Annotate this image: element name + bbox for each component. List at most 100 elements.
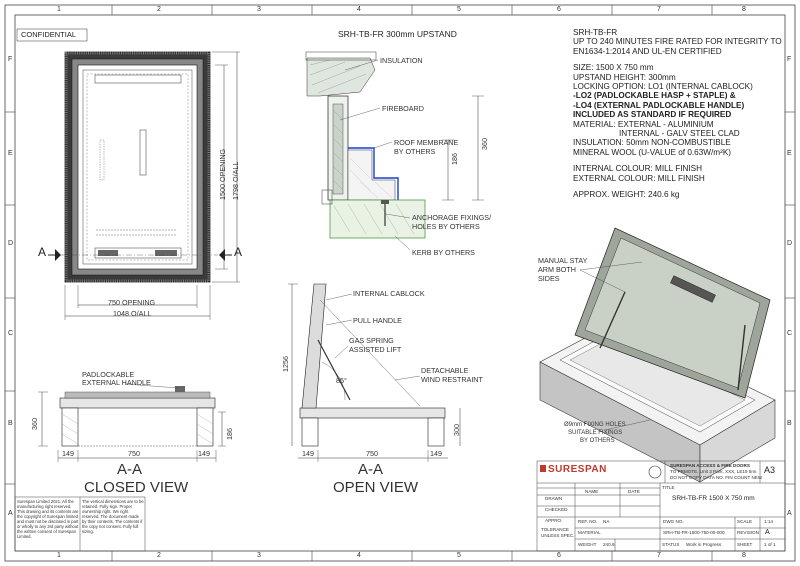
grid-col-5: 5 bbox=[457, 6, 461, 13]
spec-line: LOCKING OPTION: LO1 (INTERNAL CABLOCK) bbox=[573, 82, 753, 92]
company-line-3: DO NOT COPY DATA NO. FIN COUNT NEW bbox=[670, 475, 763, 480]
kerb-label: KERB BY OTHERS bbox=[412, 248, 475, 257]
insulation-label: INSULATION bbox=[380, 56, 423, 65]
grid-row-a: A bbox=[8, 510, 13, 517]
anchorage-holes-label: HOLES BY OTHERS bbox=[412, 222, 480, 231]
open-dim-149-left: 149 bbox=[302, 449, 314, 458]
wind-restraint-label-2: WIND RESTRAINT bbox=[421, 375, 483, 384]
iso-view bbox=[539, 227, 776, 483]
copyright-notice: Surespan Limited 2021. All the manufactu… bbox=[17, 499, 79, 539]
sheet-label: SHEET bbox=[737, 542, 753, 547]
grid-col-2: 2 bbox=[157, 6, 161, 13]
grid-row-c: C bbox=[8, 330, 14, 337]
closed-dim-149-right: 149 bbox=[198, 449, 210, 458]
grid-row-e: E bbox=[8, 150, 13, 157]
spec-line: -LO2 (PADLOCKABLE HASP + STAPLE) & bbox=[573, 91, 736, 101]
stay-arm-label-3: SIDES bbox=[538, 274, 560, 283]
grid-row-b-right: B bbox=[787, 420, 792, 427]
plan-opening-width: 750 OPENING bbox=[108, 298, 156, 307]
open-view-title-2: OPEN VIEW bbox=[333, 479, 419, 496]
pull-handle-label: PULL HANDLE bbox=[353, 316, 402, 325]
weight-label: WEIGHT bbox=[578, 542, 597, 547]
approved-label: APPRO. bbox=[545, 518, 563, 523]
spec-line: UPSTAND HEIGHT: 300mm bbox=[573, 72, 676, 82]
spec-line: UP TO 240 MINUTES FIRE RATED FOR INTEGRI… bbox=[573, 37, 782, 47]
spec-line: EN1634-1:2014 AND UL-EN CERTIFIED bbox=[573, 46, 722, 56]
weight-value: 240.6 bbox=[603, 542, 615, 547]
spec-line: INSULATION: 50mm NON-COMBUSTIBLE bbox=[573, 138, 731, 148]
grid-col-8-bottom: 8 bbox=[742, 552, 746, 559]
spec-line: APPROX. WEIGHT: 240.6 kg bbox=[573, 190, 680, 200]
plan-opening-height: 1500 OPENING bbox=[218, 148, 227, 200]
section-mark-right: A bbox=[234, 245, 243, 259]
spec-line: -LO4 (EXTERNAL PADLOCKABLE HANDLE) bbox=[573, 100, 745, 110]
closed-view-title-2: CLOSED VIEW bbox=[84, 479, 189, 496]
cablock-label: INTERNAL CABLOCK bbox=[353, 289, 425, 298]
grid-col-3-bottom: 3 bbox=[257, 552, 261, 559]
grid-col-8: 8 bbox=[742, 6, 746, 13]
spec-line: MINERAL WOOL (U-VALUE of 0.63W/m²K) bbox=[573, 147, 732, 157]
closed-view-title-1: A-A bbox=[117, 461, 143, 478]
revision-label: REVISION bbox=[737, 530, 759, 535]
tolerance-label: TOLERANCE bbox=[541, 527, 569, 532]
open-dim-750: 750 bbox=[366, 449, 378, 458]
confidential-label: CONFIDENTIAL bbox=[21, 30, 77, 39]
spec-line: INTERNAL COLOUR: MILL FINISH bbox=[573, 164, 703, 174]
drawn-label: DRAWN bbox=[545, 496, 563, 501]
closed-view bbox=[38, 383, 226, 462]
gas-spring-label-2: ASSISTED LIFT bbox=[349, 345, 402, 354]
open-angle: 85° bbox=[336, 376, 347, 385]
grid-col-6-bottom: 6 bbox=[557, 552, 561, 559]
company-line-2: TO PRMOTE, Unit 3 Park, XXX, LE19 5nn bbox=[670, 469, 757, 474]
open-view-title-1: A-A bbox=[358, 461, 384, 478]
spec-notes: SRH-TB-FR UP TO 240 MINUTES FIRE RATED F… bbox=[573, 28, 788, 200]
grid-row-f: F bbox=[8, 56, 13, 63]
status-label: STATUS bbox=[662, 542, 680, 547]
closed-dim-360: 360 bbox=[30, 418, 39, 430]
grid-row-b: B bbox=[8, 420, 13, 427]
dwg-no-label: DWG NO. bbox=[663, 519, 684, 524]
grid-col-2-bottom: 2 bbox=[157, 552, 161, 559]
roof-membrane-label: ROOF MEMBRANE bbox=[394, 138, 459, 147]
status-value: Work in Progress bbox=[686, 542, 722, 547]
material-label: MATERIAL bbox=[578, 530, 601, 535]
grid-row-f-right: F bbox=[787, 56, 792, 63]
grid-row-d: D bbox=[8, 240, 14, 247]
padlock-label-2: EXTERNAL HANDLE bbox=[82, 378, 151, 387]
drawing-notes: The vertical dimensions are to be retain… bbox=[82, 499, 144, 534]
brand-logo-mark bbox=[540, 465, 546, 472]
grid-row-d-right: D bbox=[787, 240, 793, 247]
checked-label: CHECKED bbox=[545, 507, 568, 512]
sheet-value: 1 of 1 bbox=[764, 542, 776, 547]
detail-section bbox=[305, 51, 484, 251]
grid-row-e-right: E bbox=[787, 150, 792, 157]
dwg-no-value: SRH-TB-FR-1500-750-00-000 bbox=[663, 530, 725, 535]
unless-label: UNLESS SPEC. bbox=[541, 533, 575, 538]
grid-col-6: 6 bbox=[557, 6, 561, 13]
spec-line: EXTERNAL COLOUR: MILL FINISH bbox=[573, 173, 705, 183]
fixing-holes-label-3: BY OTHERS bbox=[580, 438, 615, 444]
closed-dim-186: 186 bbox=[225, 428, 234, 440]
open-dim-149-right: 149 bbox=[430, 449, 442, 458]
brand-name: SURESPAN bbox=[548, 464, 607, 475]
grid-col-7-bottom: 7 bbox=[657, 552, 661, 559]
stay-arm-label-2: ARM BOTH bbox=[538, 265, 576, 274]
grid-col-7: 7 bbox=[657, 6, 661, 13]
stay-arm-label-1: MANUAL STAY bbox=[538, 256, 588, 265]
detail-title: SRH-TB-FR 300mm UPSTAND bbox=[338, 29, 457, 39]
padlock-label-1: PADLOCKABLE bbox=[82, 370, 135, 379]
title-block bbox=[14, 460, 786, 552]
closed-dim-149-left: 149 bbox=[62, 449, 74, 458]
plan-overall-width: 1048 O/ALL bbox=[113, 309, 152, 318]
grid-col-1: 1 bbox=[57, 6, 61, 13]
wind-restraint-label-1: DETACHABLE bbox=[421, 366, 469, 375]
date-header: DATE bbox=[628, 489, 640, 494]
grid-row-a-right: A bbox=[787, 510, 792, 517]
detail-dim-360: 360 bbox=[480, 138, 489, 150]
fixing-holes-label-1: Ø9mm FIXING HOLES bbox=[564, 422, 626, 428]
open-dim-300: 300 bbox=[452, 424, 461, 436]
spec-line: INTERNAL - GALV STEEL CLAD bbox=[619, 129, 740, 139]
scale-label: SCALE bbox=[737, 519, 753, 524]
anchorage-label: ANCHORAGE FIXINGS/ bbox=[412, 213, 492, 222]
